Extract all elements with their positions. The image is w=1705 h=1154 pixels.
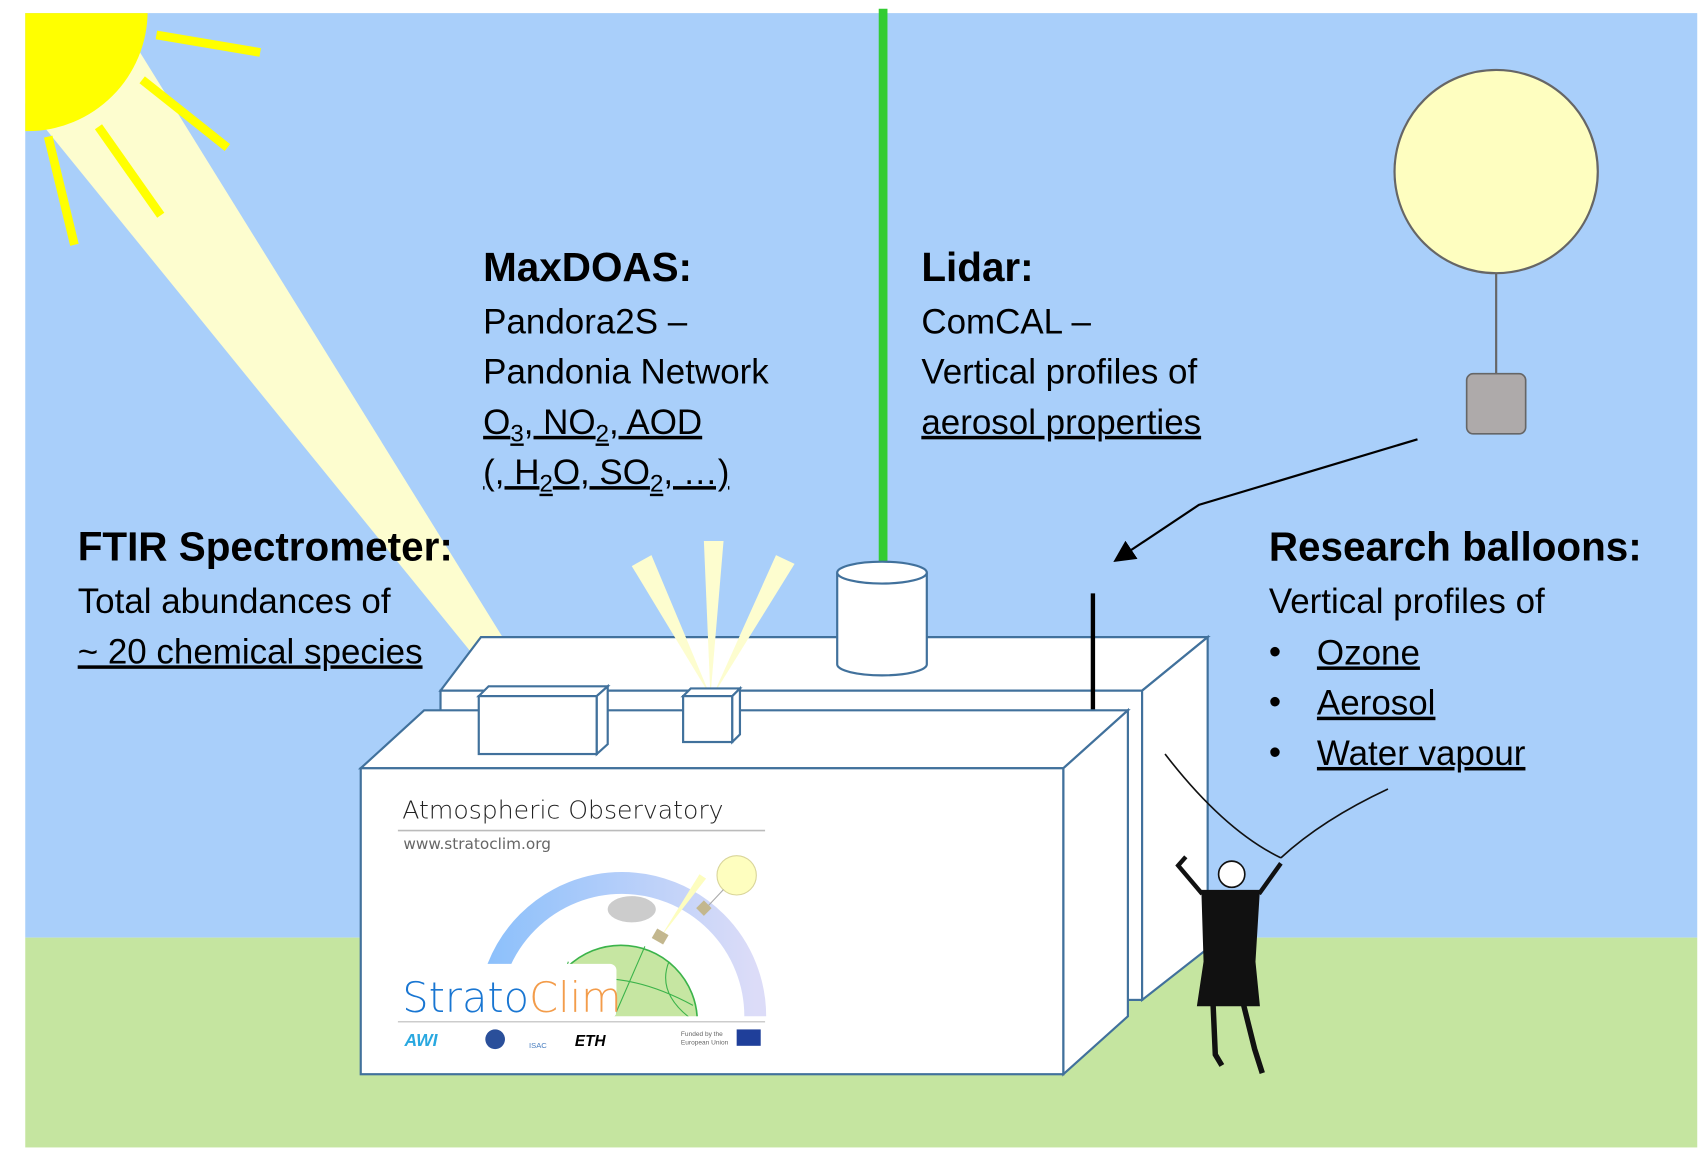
logo-strato: Strato — [402, 973, 529, 1022]
maxdoas-line4: (, H2O, SO2, …) — [483, 453, 729, 498]
ftir-line1: Total abundances of — [78, 582, 391, 621]
maxdoas-label: MaxDOAS: Pandora2S – Pandonia Network O3… — [483, 244, 769, 498]
maxdoas-instrument — [680, 685, 743, 745]
balloon-payload — [1465, 372, 1527, 435]
logo-title: Atmospheric Observatory — [402, 796, 723, 825]
eth-logo: ETH — [575, 1033, 607, 1050]
isac-logo: ISAC — [529, 1041, 547, 1050]
bullet-icon: • — [1269, 632, 1281, 671]
ftir-instrument — [476, 683, 611, 757]
awi-logo: AWI — [403, 1030, 438, 1050]
ftir-label: FTIR Spectrometer: Total abundances of ~… — [78, 524, 453, 672]
balloon-arrow — [1113, 438, 1418, 562]
lidar-title: Lidar: — [921, 244, 1033, 290]
eu-flag-icon — [736, 1029, 761, 1046]
lidar-line3: aerosol properties — [921, 403, 1201, 442]
logo-url: www.stratoclim.org — [403, 835, 551, 853]
balloon-icon — [1393, 68, 1599, 275]
bullet-icon: • — [1269, 683, 1281, 722]
maxdoas-line2: Pandonia Network — [483, 353, 769, 392]
ftir-line2: ~ 20 chemical species — [78, 632, 423, 671]
logo-clim: Clim — [529, 973, 621, 1022]
sun-icon — [25, 13, 148, 132]
lidar-instrument — [836, 560, 928, 677]
ftir-title: FTIR Spectrometer: — [78, 524, 453, 570]
maxdoas-line1: Pandora2S – — [483, 302, 688, 341]
stratoclim-logo: Atmospheric Observatory www.stratoclim.o… — [397, 796, 767, 1050]
bullet-icon: • — [1269, 733, 1281, 772]
funded-text: Funded by the — [681, 1031, 723, 1038]
balloons-item-water-vapour: Water vapour — [1317, 734, 1526, 773]
maxdoas-line3: O3, NO2, AOD — [483, 403, 702, 448]
balloons-item-aerosol: Aerosol — [1317, 684, 1436, 723]
balloons-item-ozone: Ozone — [1317, 633, 1420, 672]
lidar-label: Lidar: ComCAL – Vertical profiles of aer… — [921, 244, 1201, 442]
svg-text:StratoClim: StratoClim — [402, 973, 621, 1022]
balloons-title: Research balloons: — [1269, 524, 1642, 570]
balloons-label: Research balloons: Vertical profiles of … — [1269, 524, 1642, 773]
eu-text: European Union — [681, 1040, 729, 1047]
balloons-line1: Vertical profiles of — [1269, 582, 1545, 621]
person-holding-balloon-icon — [1164, 753, 1389, 1074]
lidar-line2: Vertical profiles of — [921, 353, 1197, 392]
maxdoas-title: MaxDOAS: — [483, 244, 692, 290]
lidar-line1: ComCAL – — [921, 302, 1091, 341]
maxdoas-beams — [631, 540, 795, 697]
sun-rays — [43, 30, 261, 246]
